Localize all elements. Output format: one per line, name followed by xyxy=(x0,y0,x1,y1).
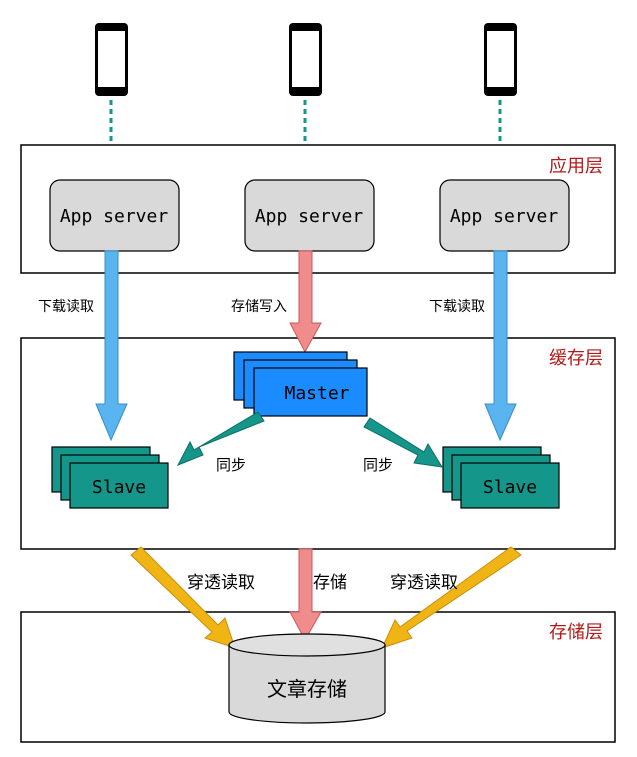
phone-center-icon xyxy=(289,23,322,96)
download-read-arrow-right xyxy=(484,250,517,442)
slave-node-left: Slave xyxy=(51,446,169,509)
cache-layer-label: 缓存层 xyxy=(549,348,603,369)
app-server-center-label: App server xyxy=(255,206,364,227)
sync-arrow-right xyxy=(363,417,443,468)
master-label: Master xyxy=(284,383,349,404)
download-read-label-right: 下载读取 xyxy=(429,298,485,315)
sync-label-left: 同步 xyxy=(216,456,246,474)
store-label: 存储 xyxy=(313,573,347,593)
slave-node-right: Slave xyxy=(442,446,560,509)
download-read-arrow-left xyxy=(95,250,128,442)
download-read-label-left: 下载读取 xyxy=(38,298,94,315)
app-layer-label: 应用层 xyxy=(549,156,603,177)
penetrate-read-arrow-left xyxy=(130,546,236,649)
storage-layer-label: 存储层 xyxy=(549,622,603,643)
penetrate-read-label-left: 穿透读取 xyxy=(187,573,255,593)
penetrate-read-label-right: 穿透读取 xyxy=(390,573,458,593)
penetrate-read-arrow-right xyxy=(381,546,522,649)
master-node: Master xyxy=(233,351,368,417)
app-server-right-label: App server xyxy=(450,206,559,227)
article-storage-label: 文章存储 xyxy=(267,677,347,701)
store-arrow xyxy=(289,548,322,642)
sync-arrow-left xyxy=(176,411,265,466)
article-storage-cylinder: 文章存储 xyxy=(228,633,386,724)
phone-right-icon xyxy=(484,23,517,96)
phone-left-icon xyxy=(95,23,128,96)
slave-right-label: Slave xyxy=(483,477,537,498)
sync-label-right: 同步 xyxy=(363,456,393,474)
app-server-left-label: App server xyxy=(60,206,169,227)
storage-write-arrow xyxy=(289,250,322,354)
slave-left-label: Slave xyxy=(92,477,146,498)
storage-write-label: 存储写入 xyxy=(231,299,287,315)
